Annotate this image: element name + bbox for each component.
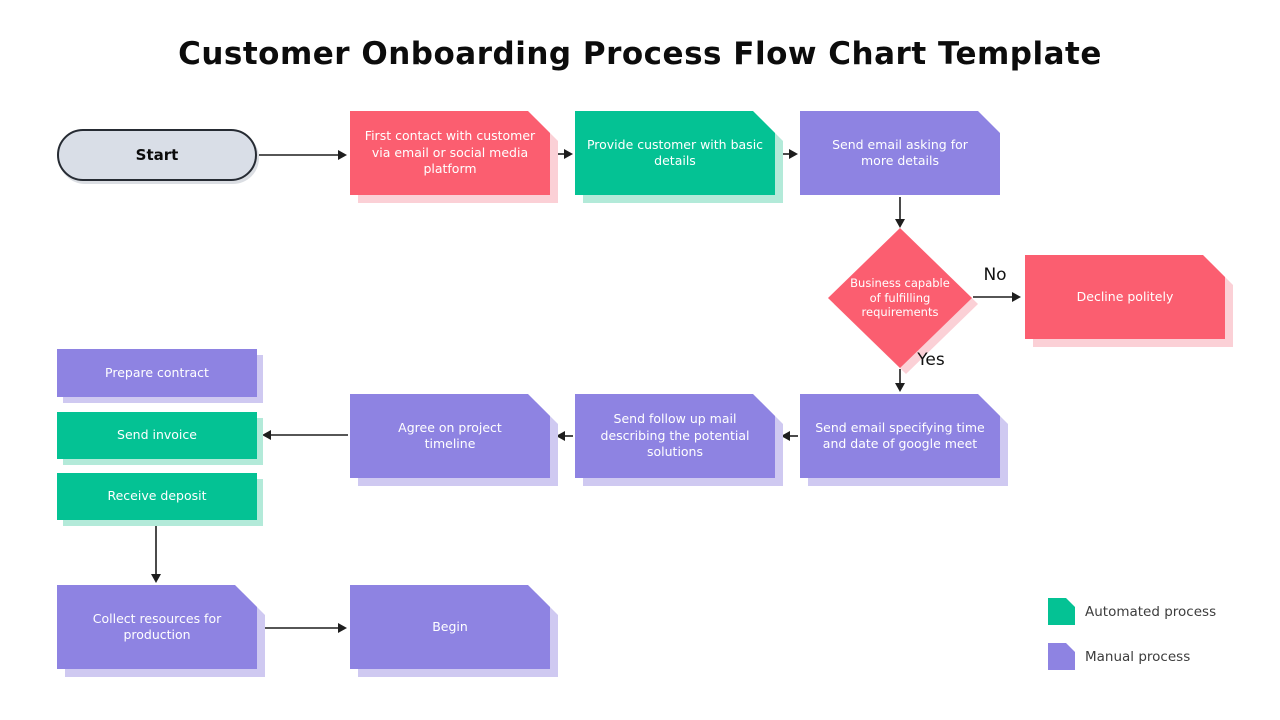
automated-process-swatch-icon <box>1048 598 1075 625</box>
node-follow-up: Send follow up mail describing the poten… <box>575 394 775 478</box>
edge-decision-no-to-decline <box>973 292 1021 302</box>
node-decline: Decline politely <box>1025 255 1225 339</box>
edge-decision-yes-to-send-email-meet <box>895 369 905 392</box>
node-provide-details-label: Provide customer with basic details <box>575 111 775 195</box>
edge-receive-deposit-to-collect-resources <box>151 522 161 583</box>
legend-automated-label: Automated process <box>1085 603 1217 620</box>
node-follow-up-label: Send follow up mail describing the poten… <box>575 394 775 478</box>
node-send-invoice: Send invoice <box>57 412 263 465</box>
edge-label-yes: Yes <box>917 350 945 370</box>
node-receive-deposit: Receive deposit <box>57 473 263 526</box>
node-decline-label: Decline politely <box>1025 255 1225 339</box>
node-collect-resources: Collect resources for production <box>57 585 257 669</box>
legend-item-manual: Manual process <box>1048 643 1216 670</box>
node-collect-resources-label: Collect resources for production <box>57 585 257 669</box>
node-provide-details: Provide customer with basic details <box>575 111 775 195</box>
edge-follow-up-to-agree-timeline <box>556 431 573 441</box>
node-start: Start <box>57 129 257 181</box>
edge-start-to-first-contact <box>259 150 347 160</box>
page-title: Customer Onboarding Process Flow Chart T… <box>178 36 1102 72</box>
node-send-invoice-label: Send invoice <box>57 412 257 459</box>
node-agree-timeline-label: Agree on project timeline <box>350 394 550 478</box>
node-first-contact-label: First contact with customer via email or… <box>350 111 550 195</box>
node-begin-label: Begin <box>350 585 550 669</box>
node-decision-label: Business capable of fulfilling requireme… <box>828 228 972 368</box>
node-decision: Business capable of fulfilling requireme… <box>828 228 978 374</box>
node-prepare-contract-label: Prepare contract <box>57 349 257 397</box>
node-begin: Begin <box>350 585 550 669</box>
edge-send-email-more-to-decision <box>895 197 905 228</box>
node-agree-timeline: Agree on project timeline <box>350 394 550 478</box>
legend: Automated process Manual process <box>1048 598 1216 670</box>
edge-label-no: No <box>983 265 1007 285</box>
node-first-contact: First contact with customer via email or… <box>350 111 550 195</box>
node-start-label: Start <box>135 146 179 164</box>
edge-collect-resources-to-begin <box>260 623 347 633</box>
node-send-email-more-label: Send email asking for more details <box>800 111 1000 195</box>
node-receive-deposit-label: Receive deposit <box>57 473 257 520</box>
manual-process-swatch-icon <box>1048 643 1075 670</box>
node-prepare-contract: Prepare contract <box>57 349 263 403</box>
legend-item-automated: Automated process <box>1048 598 1216 625</box>
edge-send-email-meet-to-follow-up <box>781 431 798 441</box>
node-send-email-meet-label: Send email specifying time and date of g… <box>800 394 1000 478</box>
node-send-email-meet: Send email specifying time and date of g… <box>800 394 1000 478</box>
node-send-email-more: Send email asking for more details <box>800 111 1000 195</box>
legend-manual-label: Manual process <box>1085 648 1191 665</box>
edge-agree-timeline-to-send-invoice <box>262 430 348 440</box>
